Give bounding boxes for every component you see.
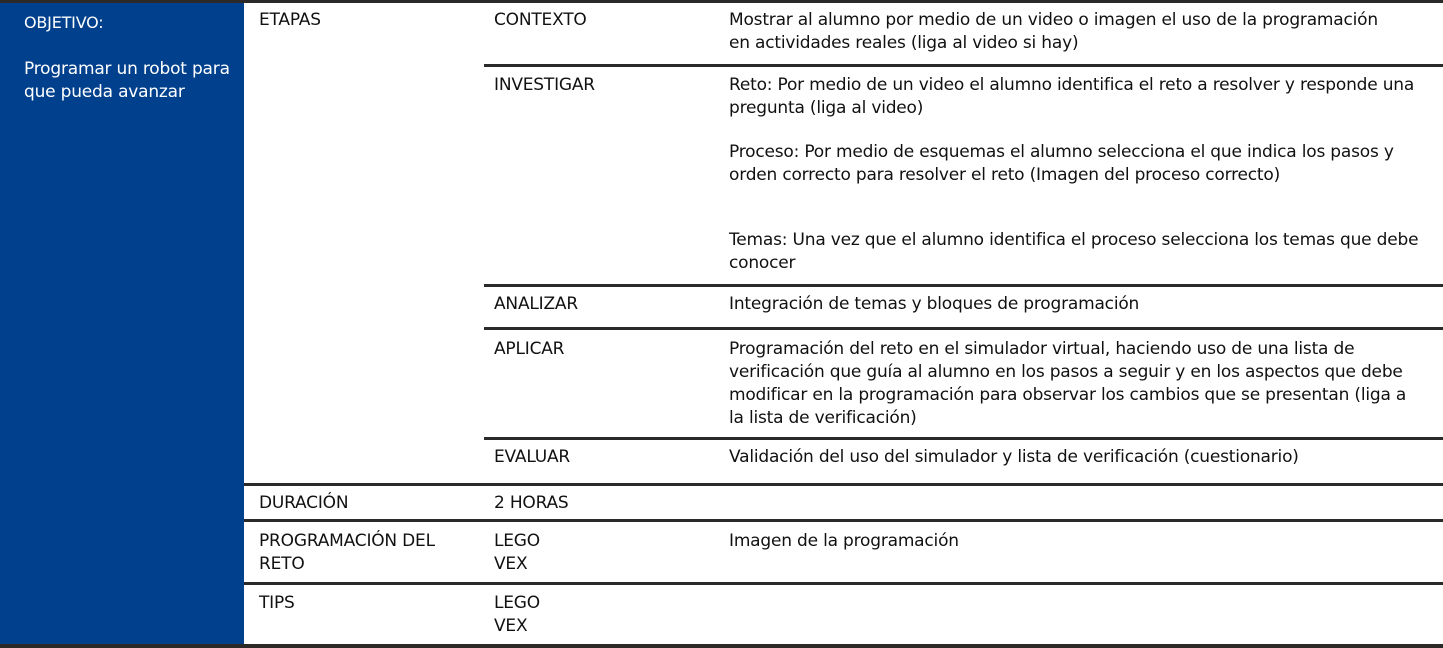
row-divider	[484, 284, 1443, 287]
investigar-proceso-text: Proceso: Por medio de esquemas el alumno…	[729, 142, 1394, 185]
stage-investigar-label: INVESTIGAR	[494, 75, 595, 95]
row-divider	[244, 582, 1443, 585]
stage-analizar-text: Integración de temas y bloques de progra…	[729, 294, 1140, 314]
programacion-item: LEGO	[494, 531, 540, 551]
etapas-label: ETAPAS	[259, 10, 321, 30]
objective-cell: OBJETIVO: Programar un robot para que pu…	[0, 3, 244, 644]
stage-analizar-label: ANALIZAR	[494, 294, 578, 314]
tips-item: VEX	[494, 616, 528, 636]
investigar-temas-text: Temas: Una vez que el alumno identifica …	[729, 230, 1419, 273]
stage-aplicar-text: Programación del reto en el simulador vi…	[729, 339, 1407, 428]
programacion-label: PROGRAMACIÓN DEL RETO	[259, 531, 435, 574]
objective-text: Programar un robot para que pueda avanza…	[24, 59, 230, 102]
tips-item: LEGO	[494, 593, 540, 613]
stage-contexto-label: CONTEXTO	[494, 10, 587, 30]
investigar-reto-text: Reto: Por medio de un video el alumno id…	[729, 75, 1415, 118]
objective-label: OBJETIVO:	[24, 13, 104, 32]
row-divider	[244, 519, 1443, 522]
stage-aplicar-label: APLICAR	[494, 339, 565, 359]
stage-contexto-text: Mostrar al alumno por medio de un video …	[729, 10, 1378, 53]
programacion-item: VEX	[494, 554, 528, 574]
row-divider	[484, 64, 1443, 67]
row-divider	[244, 483, 1443, 486]
row-divider	[484, 327, 1443, 330]
programacion-text: Imagen de la programación	[729, 531, 959, 551]
row-divider	[484, 437, 1443, 440]
top-border	[0, 0, 1443, 3]
duracion-value: 2 HORAS	[494, 493, 569, 513]
tips-label: TIPS	[259, 593, 295, 613]
stage-evaluar-text: Validación del uso del simulador y lista…	[729, 447, 1299, 467]
bottom-border	[0, 644, 1443, 648]
stage-evaluar-label: EVALUAR	[494, 447, 571, 467]
duracion-label: DURACIÓN	[259, 493, 349, 513]
